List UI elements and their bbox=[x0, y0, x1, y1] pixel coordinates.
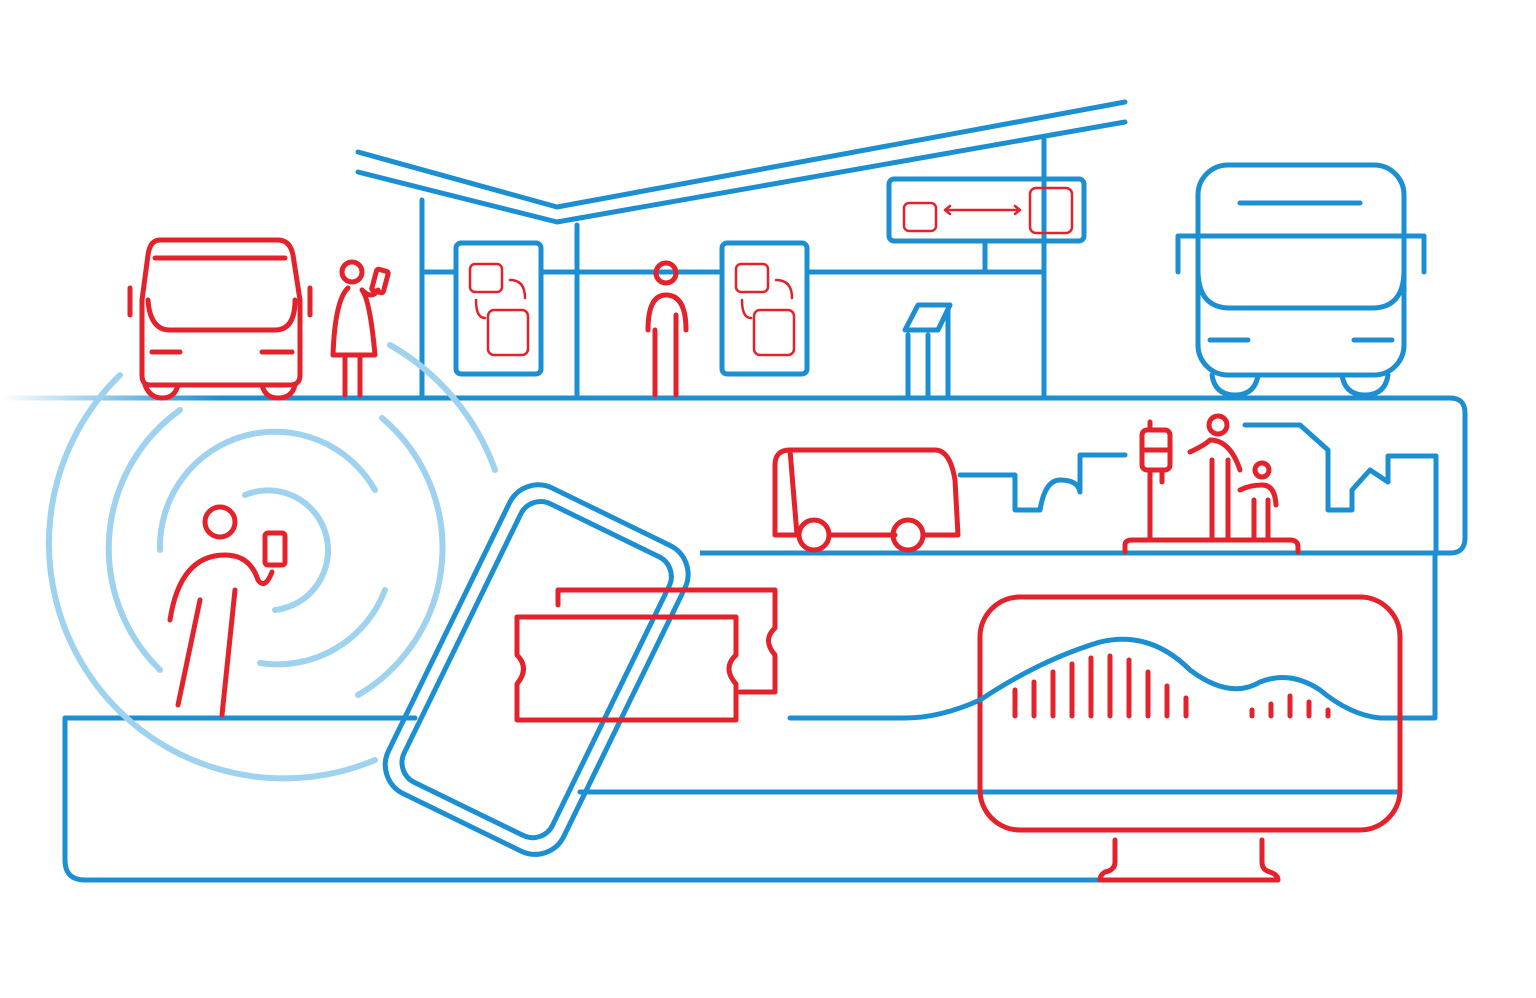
bus-icon bbox=[1175, 162, 1427, 398]
signal-waves-icon bbox=[45, 342, 498, 782]
route-sign-icon bbox=[886, 176, 1087, 244]
bus-stop-sign-icon bbox=[1122, 419, 1301, 555]
passenger-icon bbox=[1187, 413, 1279, 540]
passenger-with-phone-icon bbox=[167, 504, 288, 718]
upper-platform bbox=[0, 395, 1468, 556]
passenger-with-phone-icon bbox=[330, 259, 391, 398]
station-roof bbox=[355, 99, 1128, 401]
skyline bbox=[957, 422, 1439, 556]
transfer-sign-icon bbox=[719, 240, 810, 377]
passenger-icon bbox=[645, 260, 689, 398]
monitor-chart-icon bbox=[977, 594, 1403, 883]
ticket-icon bbox=[514, 587, 778, 723]
van-icon bbox=[772, 447, 961, 553]
transfer-sign-icon bbox=[453, 240, 544, 377]
ticket-kiosk-icon bbox=[902, 302, 953, 399]
bus-icon bbox=[127, 237, 313, 401]
smartphone-icon bbox=[382, 482, 691, 857]
